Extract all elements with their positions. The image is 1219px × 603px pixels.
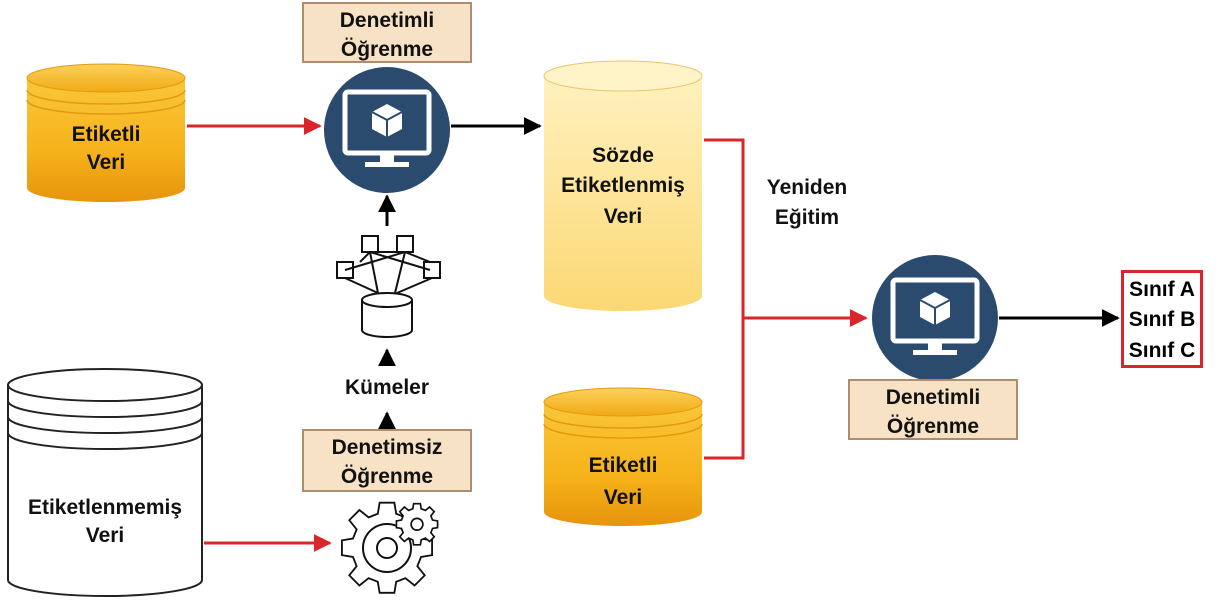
- supervised-top-line2: Öğrenme: [340, 38, 434, 62]
- retraining-connector: [704, 138, 745, 460]
- labeled-data-cylinder-bottom: [543, 387, 703, 526]
- supervised-bottom-line2: Öğrenme: [886, 415, 980, 439]
- pseudo-labeled-data-line1: Sözde: [592, 144, 654, 167]
- retraining-line1: Yeniden: [766, 176, 848, 199]
- unsupervised-learning-box: Denetimsiz Öğrenme: [302, 429, 472, 492]
- unlabeled-data-line2: Veri: [85, 524, 125, 548]
- retraining-line2: Eğitim: [774, 206, 840, 230]
- class-c-label: Sınıf C: [1128, 338, 1196, 362]
- class-b-label: Sınıf B: [1128, 308, 1196, 332]
- monitor-cube-icon: [324, 67, 450, 193]
- retraining-label: Yeniden Eğitim: [752, 173, 862, 234]
- supervised-top-line1: Denetimli: [339, 9, 435, 32]
- output-classes-box: Sınıf A Sınıf B Sınıf C: [1121, 270, 1203, 368]
- labeled-data-top-label: Etiketli Veri: [27, 121, 185, 178]
- pseudo-labeled-data-cylinder: [543, 60, 703, 311]
- supervised-learning-box-top: Denetimli Öğrenme: [302, 2, 472, 63]
- clusters-label: Kümeler: [344, 376, 430, 399]
- class-a-label: Sınıf A: [1129, 278, 1195, 301]
- pseudo-labeled-data-label: Sözde Etiketlenmiş Veri: [544, 141, 702, 232]
- monitor-cube-icon: [872, 255, 998, 381]
- unsupervised-line1: Denetimsiz: [331, 436, 443, 459]
- labeled-data-top-line1: Etiketli: [71, 123, 141, 146]
- labeled-data-bottom-label: Etiketli Veri: [544, 450, 702, 513]
- neural-network-icon: [336, 235, 441, 338]
- unlabeled-data-cylinder: [7, 368, 203, 597]
- pseudo-labeled-data-line3: Veri: [603, 204, 643, 228]
- unsupervised-line2: Öğrenme: [340, 465, 434, 489]
- gear-icon: [340, 501, 439, 594]
- arrows: [187, 117, 1120, 552]
- unlabeled-data-line1: Etiketlenmemiş: [27, 496, 183, 519]
- pseudo-labeled-data-line2: Etiketlenmiş: [561, 174, 685, 198]
- labeled-data-bottom-line1: Etiketli: [588, 454, 658, 477]
- supervised-learning-box-bottom: Denetimli Öğrenme: [848, 379, 1018, 440]
- labeled-data-top-line2: Veri: [86, 151, 126, 175]
- labeled-data-cylinder-top: [26, 63, 186, 202]
- labeled-data-bottom-line2: Veri: [603, 485, 643, 509]
- supervised-bottom-line1: Denetimli: [885, 386, 981, 409]
- unlabeled-data-label: Etiketlenmemiş Veri: [8, 494, 202, 551]
